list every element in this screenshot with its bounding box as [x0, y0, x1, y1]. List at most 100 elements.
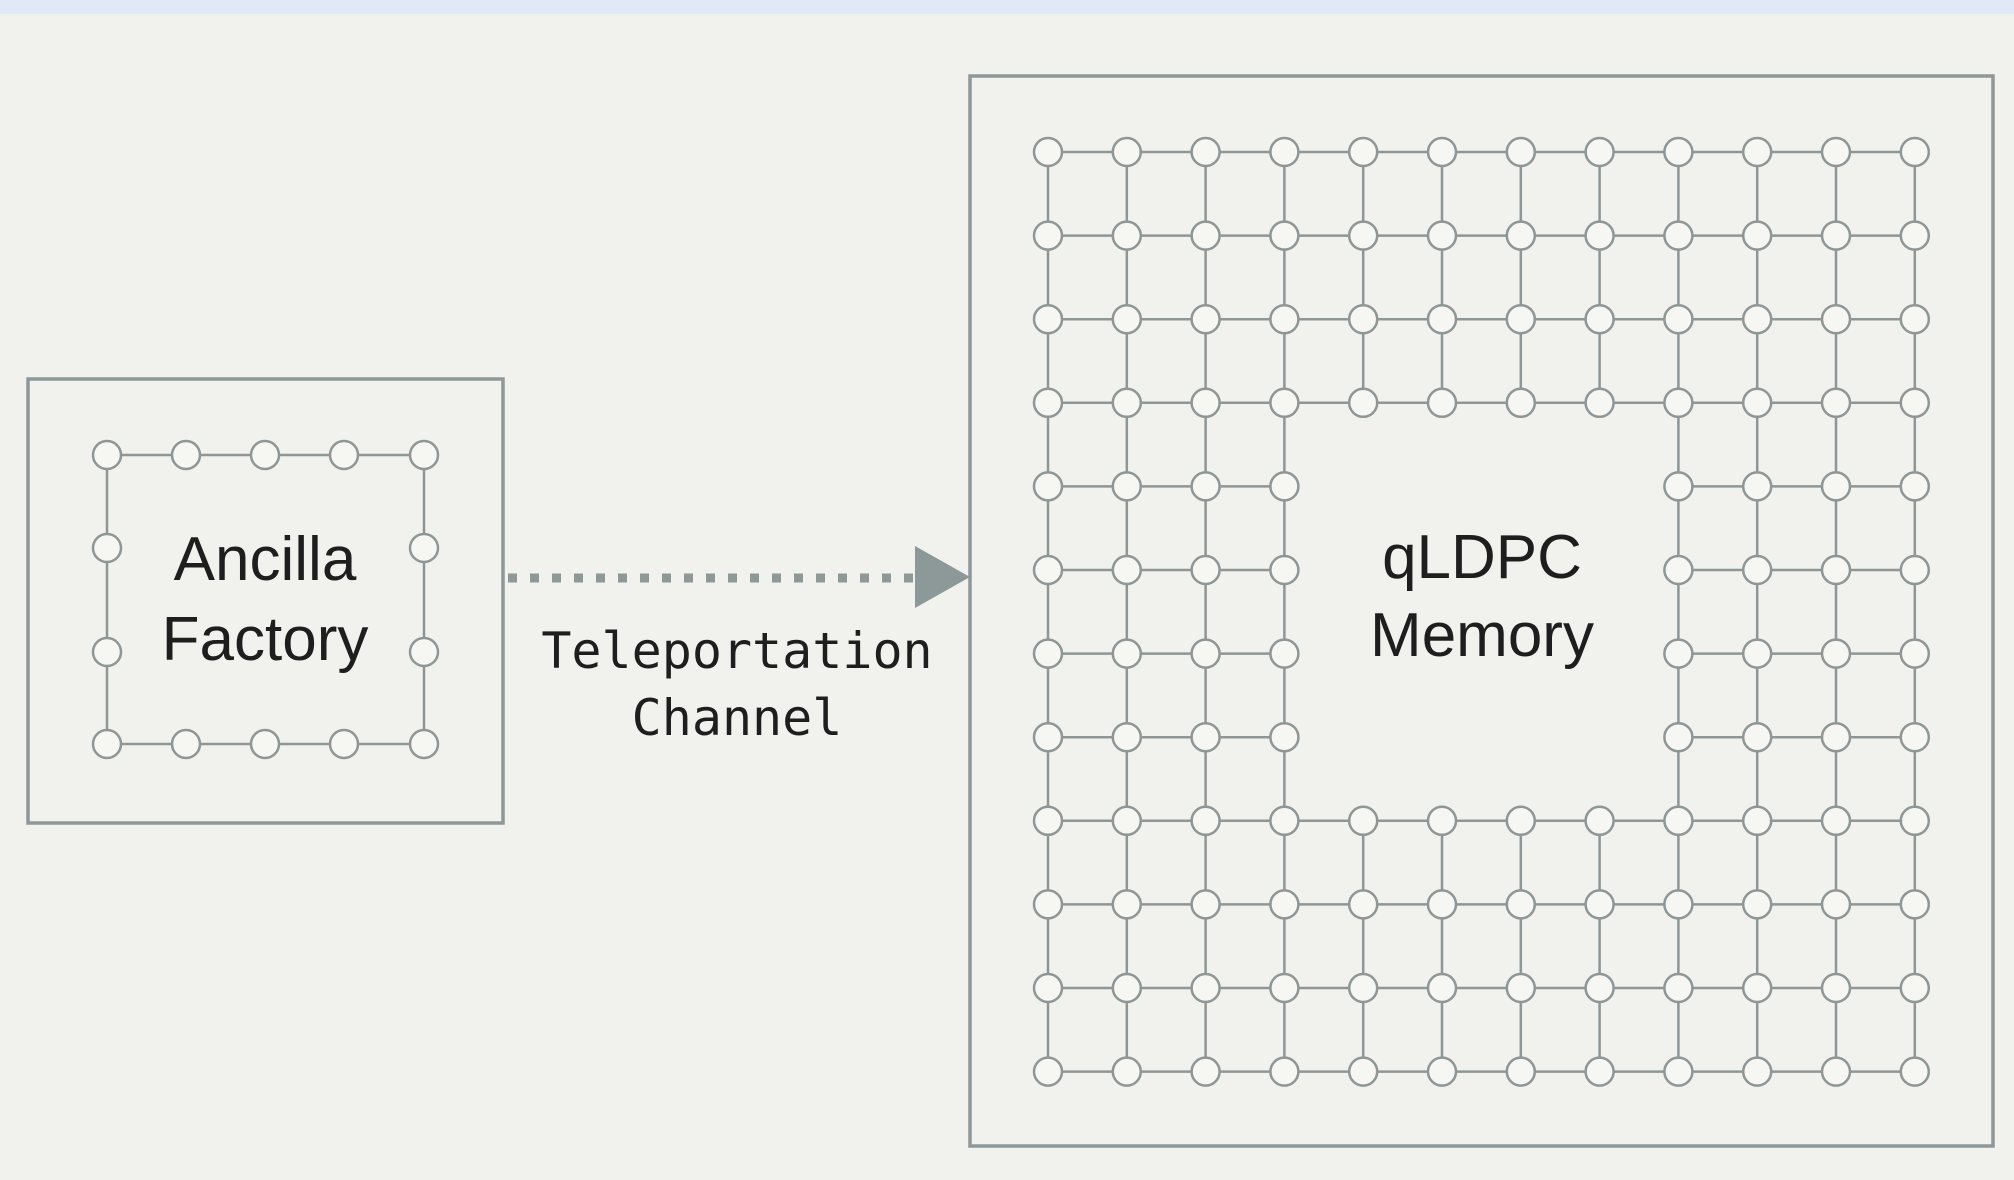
memory-qubit-node: [1111, 972, 1143, 1004]
memory-qubit-node: [1111, 136, 1143, 168]
memory-qubit-node: [1269, 220, 1300, 251]
memory-qubit-node: [1426, 387, 1458, 419]
ancilla-qubit-node: [170, 439, 202, 471]
memory-qubit-node: [1899, 889, 1931, 920]
memory-qubit-node: [1505, 136, 1537, 168]
memory-qubit-node: [1505, 1056, 1537, 1087]
memory-qubit-node: [1426, 220, 1458, 251]
memory-qubit-node: [1741, 1056, 1773, 1087]
memory-qubit-grid: [1032, 136, 1931, 1087]
memory-qubit-node: [1269, 721, 1300, 753]
ancilla-ring-edges: [105, 453, 426, 746]
memory-qubit-node: [1505, 889, 1537, 920]
ancilla-qubit-ring: [91, 439, 440, 760]
ancilla-factory-label-line1: Ancilla: [174, 525, 357, 594]
memory-qubit-node: [1426, 889, 1458, 920]
memory-qubit-node: [1347, 136, 1379, 168]
memory-qubit-node: [1032, 805, 1064, 837]
memory-qubit-node: [1899, 136, 1931, 168]
memory-qubit-node: [1190, 136, 1221, 168]
ancilla-qubit-node: [91, 532, 123, 564]
memory-qubit-node: [1426, 303, 1458, 335]
memory-qubit-node: [1347, 889, 1379, 920]
memory-qubit-node: [1347, 387, 1379, 419]
ancilla-qubit-node: [328, 728, 360, 760]
ancilla-qubit-node: [408, 636, 440, 668]
memory-qubit-node: [1741, 136, 1773, 168]
memory-qubit-node: [1269, 554, 1300, 586]
memory-qubit-node: [1032, 638, 1064, 669]
ancilla-factory-label-line2: Factory: [162, 605, 369, 674]
memory-qubit-node: [1899, 721, 1931, 753]
memory-qubit-node: [1190, 303, 1221, 335]
memory-qubit-node: [1269, 387, 1300, 419]
memory-qubit-node: [1663, 136, 1694, 168]
memory-qubit-node: [1741, 471, 1773, 502]
memory-qubit-node: [1426, 136, 1458, 168]
memory-qubit-node: [1505, 220, 1537, 251]
memory-qubit-node: [1741, 721, 1773, 753]
memory-qubit-node: [1584, 387, 1615, 419]
memory-qubit-node: [1032, 303, 1064, 335]
memory-qubit-node: [1111, 1056, 1143, 1087]
memory-qubit-node: [1899, 303, 1931, 335]
memory-qubit-node: [1820, 889, 1852, 920]
memory-qubit-node: [1111, 721, 1143, 753]
memory-qubit-node: [1269, 889, 1300, 920]
memory-qubit-node: [1190, 638, 1221, 669]
memory-qubit-node: [1347, 1056, 1379, 1087]
memory-qubit-node: [1741, 220, 1773, 251]
memory-qubit-node: [1505, 972, 1537, 1004]
ancilla-qubit-node: [408, 439, 440, 471]
memory-qubit-node: [1584, 220, 1615, 251]
memory-qubit-node: [1663, 721, 1694, 753]
memory-qubit-node: [1663, 303, 1694, 335]
memory-qubit-node: [1820, 638, 1852, 669]
memory-qubit-node: [1741, 972, 1773, 1004]
memory-qubit-node: [1899, 638, 1931, 669]
memory-qubit-node: [1505, 303, 1537, 335]
memory-qubit-node: [1820, 972, 1852, 1004]
qldpc-memory: qLDPC Memory: [968, 74, 1995, 1148]
memory-qubit-node: [1269, 1056, 1300, 1087]
memory-qubit-node: [1663, 220, 1694, 251]
memory-qubit-node: [1111, 303, 1143, 335]
memory-qubit-node: [1663, 638, 1694, 669]
memory-qubit-node: [1190, 805, 1221, 837]
memory-qubit-node: [1032, 136, 1064, 168]
memory-qubit-node: [1820, 805, 1852, 837]
memory-qubit-node: [1347, 805, 1379, 837]
memory-qubit-node: [1347, 972, 1379, 1004]
memory-qubit-node: [1032, 220, 1064, 251]
memory-qubit-node: [1741, 889, 1773, 920]
memory-qubit-node: [1820, 303, 1852, 335]
memory-qubit-node: [1032, 1056, 1064, 1087]
ancilla-qubit-node: [328, 439, 360, 471]
qldpc-memory-box: [968, 74, 1995, 1148]
memory-qubit-node: [1820, 554, 1852, 586]
memory-qubit-node: [1741, 554, 1773, 586]
channel-label-line1: Teleportation: [541, 622, 932, 680]
memory-qubit-node: [1190, 889, 1221, 920]
ancilla-qubit-node: [91, 636, 123, 668]
memory-qubit-node: [1505, 387, 1537, 419]
memory-qubit-node: [1899, 387, 1931, 419]
memory-qubit-node: [1190, 554, 1221, 586]
channel-arrowhead: [915, 546, 970, 608]
memory-qubit-node: [1269, 303, 1300, 335]
memory-qubit-node: [1190, 1056, 1221, 1087]
ancilla-factory-box: [26, 377, 505, 825]
memory-qubit-node: [1584, 1056, 1615, 1087]
memory-qubit-node: [1741, 303, 1773, 335]
memory-qubit-node: [1269, 805, 1300, 837]
memory-qubit-node: [1111, 387, 1143, 419]
memory-qubit-node: [1820, 1056, 1852, 1087]
memory-qubit-node: [1741, 387, 1773, 419]
ancilla-qubit-node: [249, 439, 281, 471]
memory-qubit-node: [1899, 805, 1931, 837]
memory-qubit-node: [1111, 805, 1143, 837]
memory-qubit-node: [1820, 471, 1852, 502]
memory-qubit-node: [1032, 889, 1064, 920]
memory-qubit-node: [1584, 805, 1615, 837]
